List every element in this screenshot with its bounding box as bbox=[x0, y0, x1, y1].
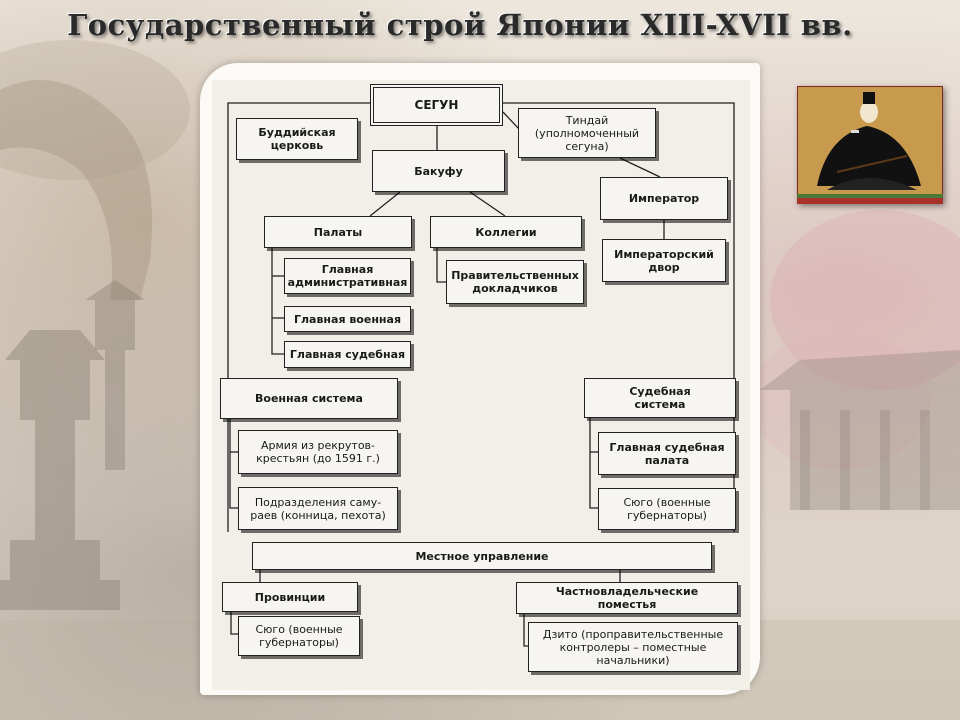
box-emperor: Император bbox=[600, 177, 728, 220]
left-tree-icon bbox=[0, 80, 152, 300]
box-local-government: Местное управление bbox=[252, 542, 712, 570]
box-judicial-system: Судебная система bbox=[584, 378, 736, 418]
box-main-judicial-chamber: Главная судебная палата bbox=[598, 432, 736, 475]
box-syuo-judicial: Сюго (военные губернаторы) bbox=[598, 488, 736, 530]
box-dzito: Дзито (проправительственные контролеры –… bbox=[528, 622, 738, 672]
box-provinces: Провинции bbox=[222, 582, 358, 612]
shogun-portrait-icon bbox=[797, 86, 943, 204]
slide-title: Государственный строй Японии XIII-XVII в… bbox=[67, 8, 853, 42]
box-samurai-units: Подразделения саму- раев (конница, пехот… bbox=[238, 487, 398, 530]
box-main-admin: Главная административная bbox=[284, 258, 411, 294]
box-syuo-provinces: Сюго (военные губернаторы) bbox=[238, 616, 360, 656]
box-palaty: Палаты bbox=[264, 216, 412, 248]
box-military-system: Военная система bbox=[220, 378, 398, 419]
box-kollegii: Коллегии bbox=[430, 216, 582, 248]
box-segun: СЕГУН bbox=[370, 84, 503, 126]
box-main-military: Главная военная bbox=[284, 306, 411, 332]
shrine-building-icon bbox=[760, 350, 960, 510]
box-army: Армия из рекрутов- крестьян (до 1591 г.) bbox=[238, 430, 398, 474]
box-buddhist-church: Буддийская церковь bbox=[236, 118, 358, 160]
box-gov-reporters: Правительственных докладчиков bbox=[446, 260, 584, 304]
box-imperial-court: Императорский двор bbox=[602, 239, 726, 282]
box-tinday: Тиндай (уполномоченный сегуна) bbox=[518, 108, 656, 158]
stone-lantern-icon bbox=[0, 330, 120, 610]
box-private-estates: Частновладельческие поместья bbox=[516, 582, 738, 614]
box-main-judicial: Главная судебная bbox=[284, 341, 411, 368]
box-bakufu: Бакуфу bbox=[372, 150, 505, 192]
